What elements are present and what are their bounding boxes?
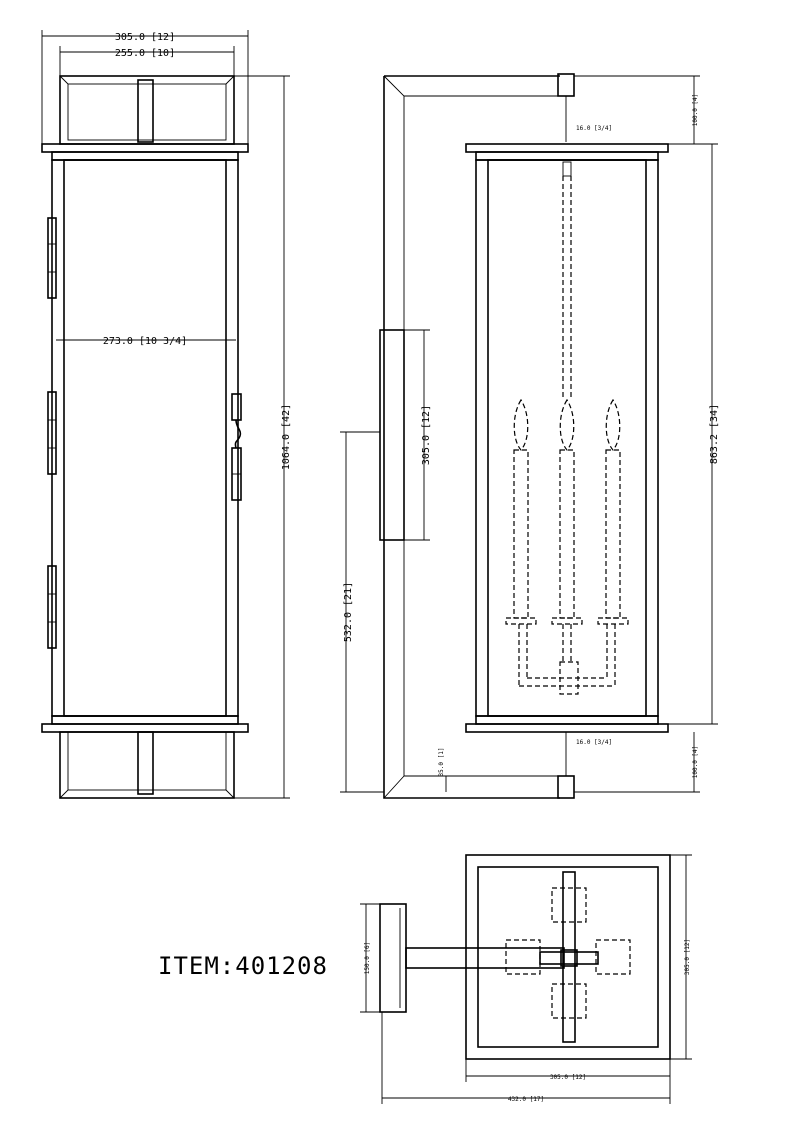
dim-mount-height: 532.0 [21] <box>343 582 354 642</box>
dim-top-width: 305.0 [12] <box>550 1074 586 1081</box>
candle-center <box>551 398 583 662</box>
top-view: 305.0 [12] 432.0 [17] 305.0 [12] 150.0 [… <box>360 854 692 1104</box>
side-view: 305.0 [12] 532.0 [21] 863.2 [34] 100.0 [… <box>340 73 720 799</box>
dim-top-depth: 305.0 [12] <box>684 939 691 975</box>
dim-extension: 432.0 [17] <box>508 1096 544 1103</box>
dim-top-offset: 16.0 [3/4] <box>576 125 612 132</box>
dim-top-small: 100.0 [4] <box>692 94 699 127</box>
dim-body-height: 863.2 [34] <box>709 404 720 464</box>
dim-height: 1064.0 [42] <box>281 404 292 470</box>
dim-inner-width: 255.0 [10] <box>115 48 175 59</box>
candle-left <box>505 398 537 686</box>
dim-arm-small: 35.0 [1] <box>438 748 445 777</box>
dim-bottom-small: 100.0 [4] <box>692 746 699 779</box>
item-label: ITEM:401208 <box>158 952 328 980</box>
dim-bottom-offset: 16.0 [3/4] <box>576 739 612 746</box>
front-view: 305.0 [12] 255.0 [10] 273.0 [10 3/4] 106… <box>41 30 292 799</box>
dim-plate: 150.0 [6] <box>364 942 371 975</box>
dim-overall-width: 305.0 [12] <box>115 32 175 43</box>
candle-right <box>597 398 629 686</box>
dim-glass-width: 273.0 [10 3/4] <box>103 336 187 347</box>
dim-backplate-height: 305.0 [12] <box>421 405 432 465</box>
